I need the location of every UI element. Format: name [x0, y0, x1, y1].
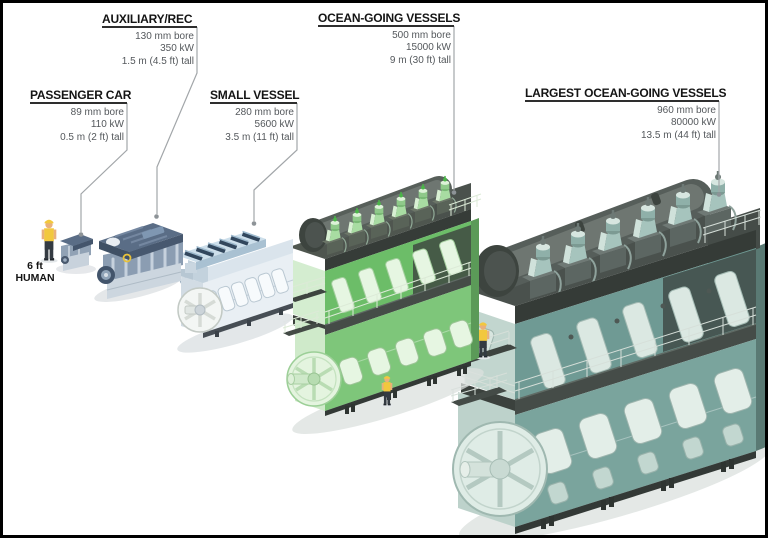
label-passenger-car: PASSENGER CAR 89 mm bore 110 kW 0.5 m (2…	[30, 88, 132, 144]
spec-height: 9 m (30 ft) tall	[389, 54, 451, 66]
spec-height: 3.5 m (11 ft) tall	[225, 131, 294, 143]
human-scale-label: 6 ft HUMAN	[9, 260, 61, 284]
label-small-vessel-title: SMALL VESSEL	[210, 88, 300, 104]
scene-illustration	[40, 26, 765, 535]
label-largest-ocean-going-specs: 960 mm bore 80000 kW 13.5 m (44 ft) tall	[525, 105, 719, 142]
label-largest-ocean-going: LARGEST OCEAN-GOING VESSELS 960 mm bore …	[525, 86, 727, 142]
label-ocean-going: OCEAN-GOING VESSELS 500 mm bore 15000 kW…	[318, 11, 461, 67]
human-word: HUMAN	[15, 271, 55, 284]
label-small-vessel-specs: 280 mm bore 5600 kW 3.5 m (11 ft) tall	[210, 107, 297, 144]
label-passenger-car-specs: 89 mm bore 110 kW 0.5 m (2 ft) tall	[30, 107, 127, 144]
label-small-vessel: SMALL VESSEL 280 mm bore 5600 kW 3.5 m (…	[210, 88, 300, 144]
human-height: 6 ft	[27, 260, 43, 272]
spec-bore: 130 mm bore	[135, 31, 194, 42]
label-auxiliary-rec: AUXILIARY/REC 130 mm bore 350 kW 1.5 m (…	[102, 13, 197, 68]
spec-power: 350 kW	[160, 43, 194, 55]
spec-power: 80000 kW	[670, 117, 716, 129]
spec-height: 13.5 m (44 ft) tall	[640, 129, 716, 141]
label-auxiliary-rec-title: AUXILIARY/REC	[102, 13, 197, 28]
label-ocean-going-specs: 500 mm bore 15000 kW 9 m (30 ft) tall	[318, 30, 454, 67]
spec-bore: 960 mm bore	[657, 105, 716, 116]
leader-dots	[78, 190, 722, 237]
largest-ocean-going-engine-illustration	[450, 170, 765, 535]
human-figure	[40, 219, 58, 263]
auxiliary-rec-engine-illustration	[94, 223, 183, 302]
spec-bore: 500 mm bore	[392, 30, 451, 41]
ocean-going-engine-illustration	[282, 175, 484, 434]
label-auxiliary-rec-specs: 130 mm bore 350 kW 1.5 m (4.5 ft) tall	[102, 31, 197, 68]
small-vessel-engine-illustration	[176, 230, 294, 353]
spec-height: 1.5 m (4.5 ft) tall	[121, 55, 194, 67]
spec-power: 5600 kW	[254, 119, 294, 131]
leader-lines	[80, 26, 720, 232]
label-ocean-going-title: OCEAN-GOING VESSELS	[318, 11, 461, 27]
spec-bore: 89 mm bore	[70, 107, 124, 118]
spec-power: 15000 kW	[405, 42, 451, 54]
spec-height: 0.5 m (2 ft) tall	[60, 131, 124, 143]
label-largest-ocean-going-title: LARGEST OCEAN-GOING VESSELS	[525, 86, 727, 102]
spec-bore: 280 mm bore	[235, 107, 294, 118]
spec-power: 110 kW	[90, 119, 124, 131]
label-passenger-car-title: PASSENGER CAR	[30, 88, 132, 104]
passenger-car-engine-illustration	[56, 234, 96, 274]
